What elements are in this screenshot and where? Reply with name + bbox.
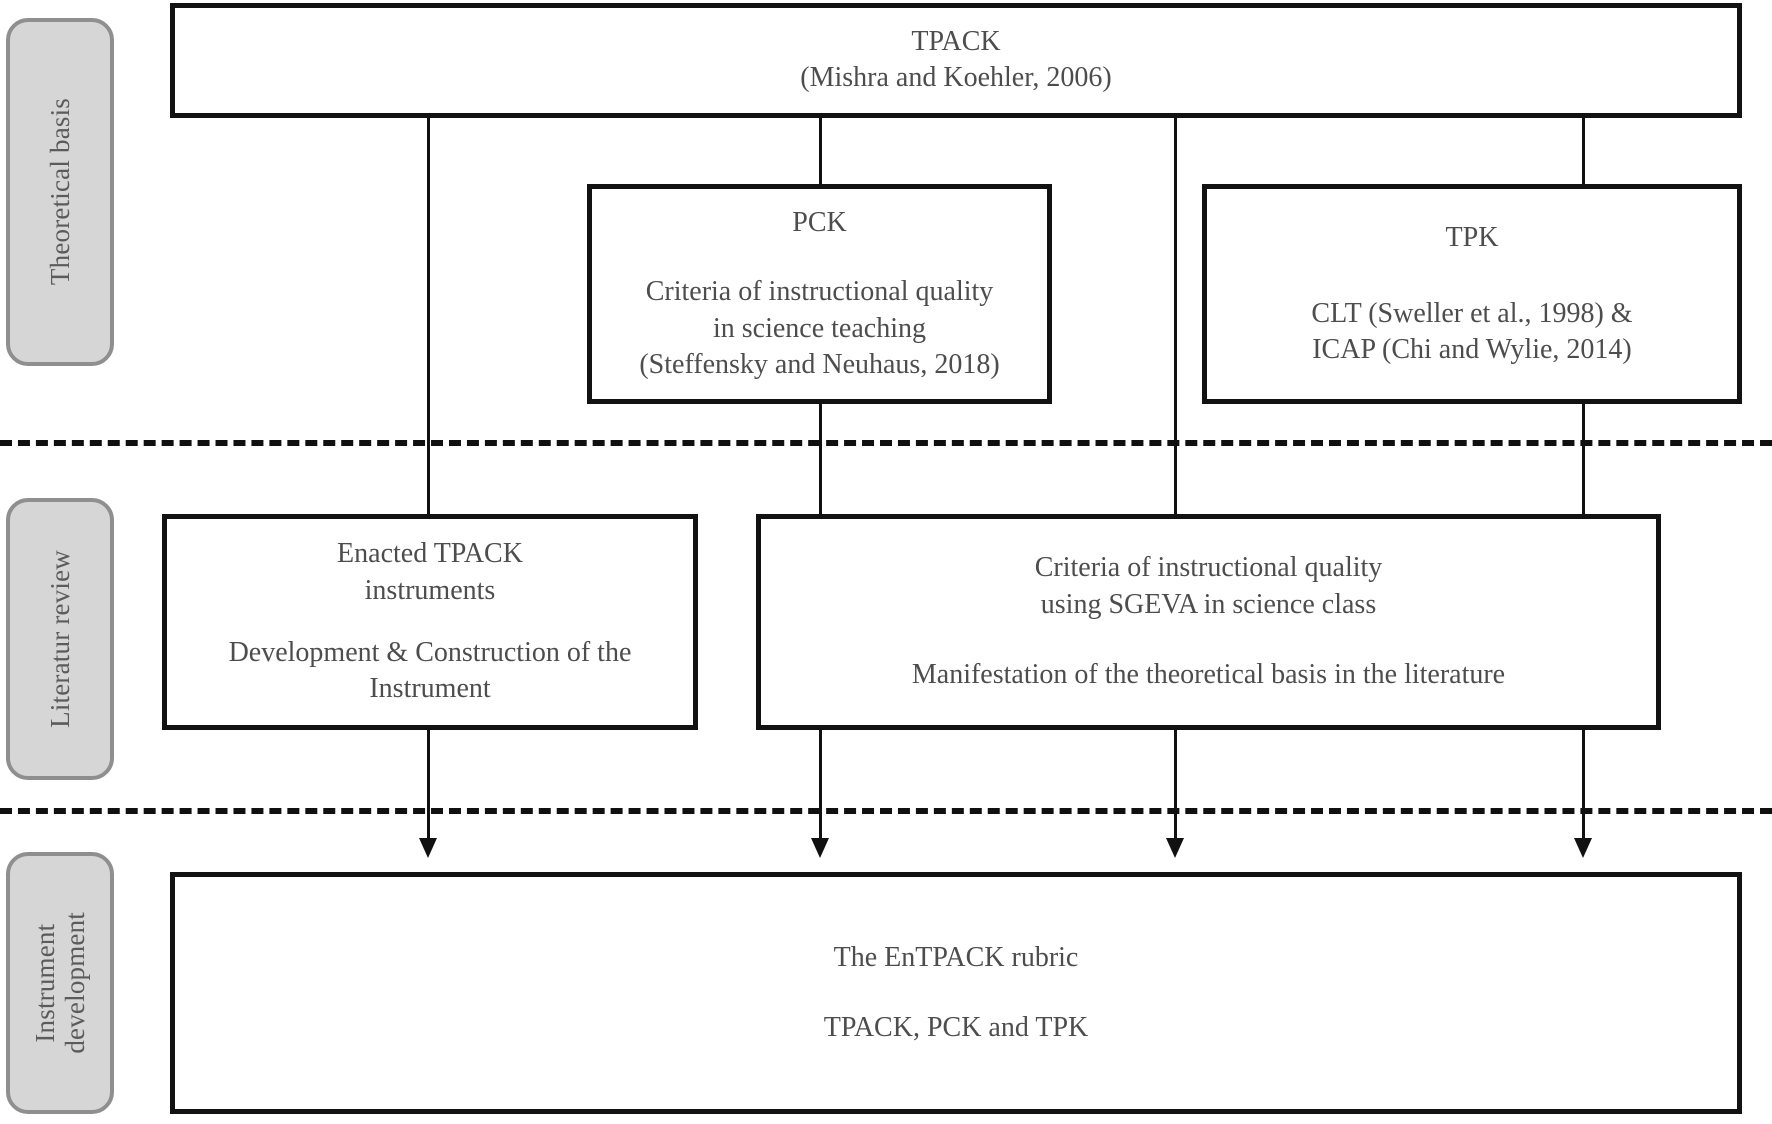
connector-tpack-to-pck [819, 118, 822, 184]
node-enacted-line1: Enacted TPACK [337, 538, 523, 570]
connector-enacted-to-entpack [427, 730, 430, 842]
node-enacted-line3: Development & Construction of the [228, 637, 632, 668]
connector-pck-to-criteria [819, 404, 822, 514]
connector-criteria-to-entpack-2 [1174, 730, 1177, 842]
node-entpack-rubric: The EnTPACK rubric TPACK, PCK and TPK [170, 872, 1742, 1114]
node-criteria-sgeva: Criteria of instructional quality using … [756, 514, 1661, 730]
arrowhead-icon [419, 838, 437, 858]
node-entpack-line2: TPACK, PCK and TPK [823, 1012, 1089, 1043]
node-tpk-line2: ICAP (Chi and Wylie, 2014) [1312, 333, 1632, 365]
node-tpk: TPK CLT (Sweller et al., 1998) & ICAP (C… [1202, 184, 1742, 404]
phase-label-text: Literatur review [44, 550, 75, 728]
section-divider-top [0, 440, 1772, 446]
node-criteria-line2: using SGEVA in science class [1040, 588, 1377, 620]
phase-label-text: Instrument development [29, 912, 90, 1054]
node-criteria-line1: Criteria of instructional quality [1034, 552, 1383, 584]
node-pck-citation: (Steffensky and Neuhaus, 2018) [639, 349, 1000, 381]
phase-label-text: Theoretical basis [44, 98, 75, 286]
connector-tpack-to-tpk [1174, 118, 1177, 184]
node-tpack-citation: (Mishra and Koehler, 2006) [800, 62, 1112, 94]
phase-label-literatur-review: Literatur review [6, 498, 114, 780]
node-enacted-line2: instruments [364, 574, 496, 606]
node-pck-line2: in science teaching [712, 312, 926, 344]
node-pck-line1: Criteria of instructional quality [645, 276, 994, 308]
node-entpack-line1: The EnTPACK rubric [833, 941, 1079, 973]
arrowhead-icon [1166, 838, 1184, 858]
connector-criteria-to-entpack-1 [819, 730, 822, 842]
arrowhead-icon [811, 838, 829, 858]
section-divider-bottom [0, 808, 1772, 814]
node-enacted-line4: Instrument [369, 673, 491, 705]
connector-tpack-to-enacted [427, 118, 430, 514]
node-tpack: TPACK (Mishra and Koehler, 2006) [170, 3, 1742, 118]
node-enacted-tpack: Enacted TPACK instruments Development & … [162, 514, 698, 730]
node-tpack-title: TPACK [911, 26, 1001, 58]
phase-label-instrument-development: Instrument development [6, 852, 114, 1114]
node-criteria-line3: Manifestation of the theoretical basis i… [911, 659, 1506, 691]
arrowhead-icon [1574, 838, 1592, 858]
node-pck-title: PCK [792, 206, 847, 238]
connector-criteria-to-entpack-3 [1582, 730, 1585, 842]
node-tpk-title: TPK [1445, 221, 1499, 253]
node-pck: PCK Criteria of instructional quality in… [587, 184, 1052, 404]
connector-middle-to-criteria [1174, 184, 1177, 514]
phase-label-theoretical-basis: Theoretical basis [6, 18, 114, 366]
node-tpk-line1: CLT (Sweller et al., 1998) & [1311, 297, 1633, 329]
